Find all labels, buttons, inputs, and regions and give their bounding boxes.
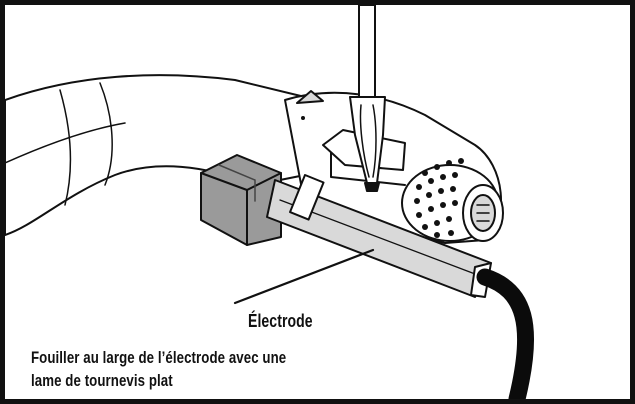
burner-illustration	[5, 5, 535, 399]
burner-tube	[5, 74, 306, 236]
cable	[476, 268, 535, 399]
screwdriver-icon	[349, 5, 386, 192]
mounting-block	[200, 154, 282, 246]
instruction-line-1: Fouiller au large de l’électrode avec un…	[31, 348, 287, 367]
electrode-leader-line	[233, 248, 375, 305]
nozzle-icon	[296, 90, 324, 104]
burner-end-cap	[401, 158, 504, 242]
cap-holes	[414, 158, 464, 238]
electrode-label: Électrode	[248, 311, 313, 331]
instruction-line-2: lame de tournevis plat	[31, 371, 173, 390]
